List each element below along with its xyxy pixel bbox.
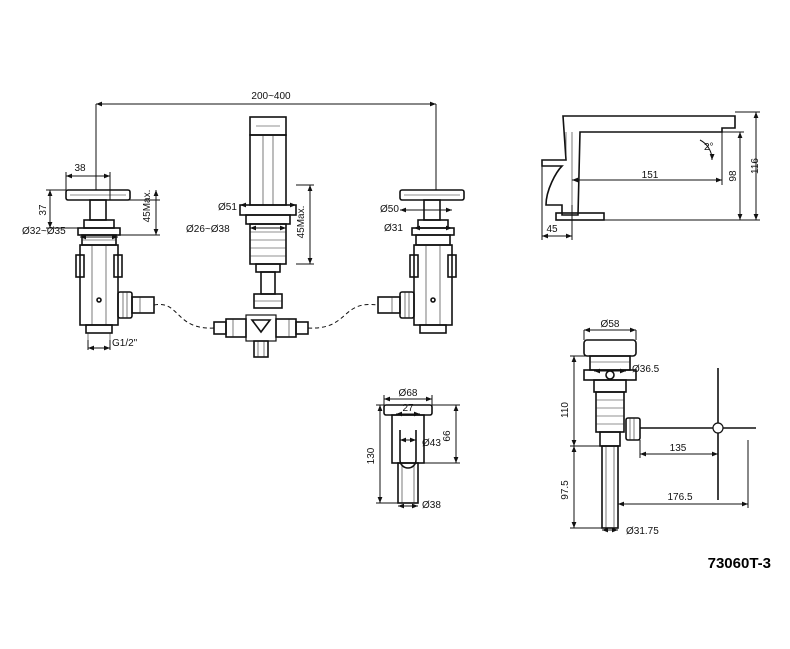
dim-cap-bore: Ø43 (422, 438, 441, 449)
hose-right (307, 303, 379, 329)
dim-shank-right: Ø31 (384, 223, 403, 234)
dim-spout-shank: Ø26~Ø38 (186, 224, 230, 235)
dim-cap-depth: 66 (442, 430, 453, 442)
dim-spout-flange: Ø51 (218, 202, 237, 213)
dim-flange-right: Ø50 (380, 204, 399, 215)
dim-flange-left: Ø32~Ø35 (22, 226, 66, 237)
dim-spout-height-total: 116 (750, 158, 761, 174)
tee-connector (213, 314, 309, 358)
dim-drain-lower: 97.5 (560, 480, 571, 500)
dim-handle-height: 37 (38, 204, 49, 216)
dim-max-thickness-left: 45Max. (142, 190, 153, 223)
dim-max-thickness-center: 45Max. (296, 206, 307, 239)
spout-body (239, 116, 297, 309)
left-handle-valve (65, 189, 155, 340)
dim-drain-tail: Ø31.75 (626, 526, 659, 537)
dim-drain-upper: 110 (560, 402, 571, 418)
dim-spout-height-outlet: 98 (728, 170, 739, 182)
dim-spout-base: 45 (546, 224, 558, 235)
dim-spread: 200~400 (251, 91, 291, 102)
dim-cap-outer: Ø68 (399, 388, 418, 399)
dim-thread: G1/2" (112, 338, 138, 349)
hose-left (153, 303, 215, 329)
dim-drain-ring: Ø36.5 (632, 364, 660, 375)
front-view-assembly: 200~400 (22, 91, 465, 358)
dim-cap-total: 130 (366, 447, 377, 464)
dim-drain-top: Ø58 (601, 319, 620, 330)
side-view-spout: 116 98 151 2° 45 (541, 111, 761, 240)
right-handle-valve (377, 189, 465, 334)
dim-rod-135: 135 (670, 443, 687, 454)
dim-spout-angle: 2° (704, 142, 714, 153)
pop-up-drain: Ø58 Ø36.5 110 97.5 135 176.5 Ø31.75 (560, 319, 756, 537)
dim-handle-width: 38 (74, 163, 86, 174)
dim-rod-176: 176.5 (667, 492, 692, 503)
dim-cap-inner: 27 (402, 403, 414, 414)
model-code: 73060T-3 (708, 555, 771, 572)
overflow-cap: Ø68 27 Ø43 66 130 Ø38 (366, 388, 460, 511)
dim-spout-reach: 151 (642, 170, 659, 181)
dim-cap-tail: Ø38 (422, 500, 441, 511)
